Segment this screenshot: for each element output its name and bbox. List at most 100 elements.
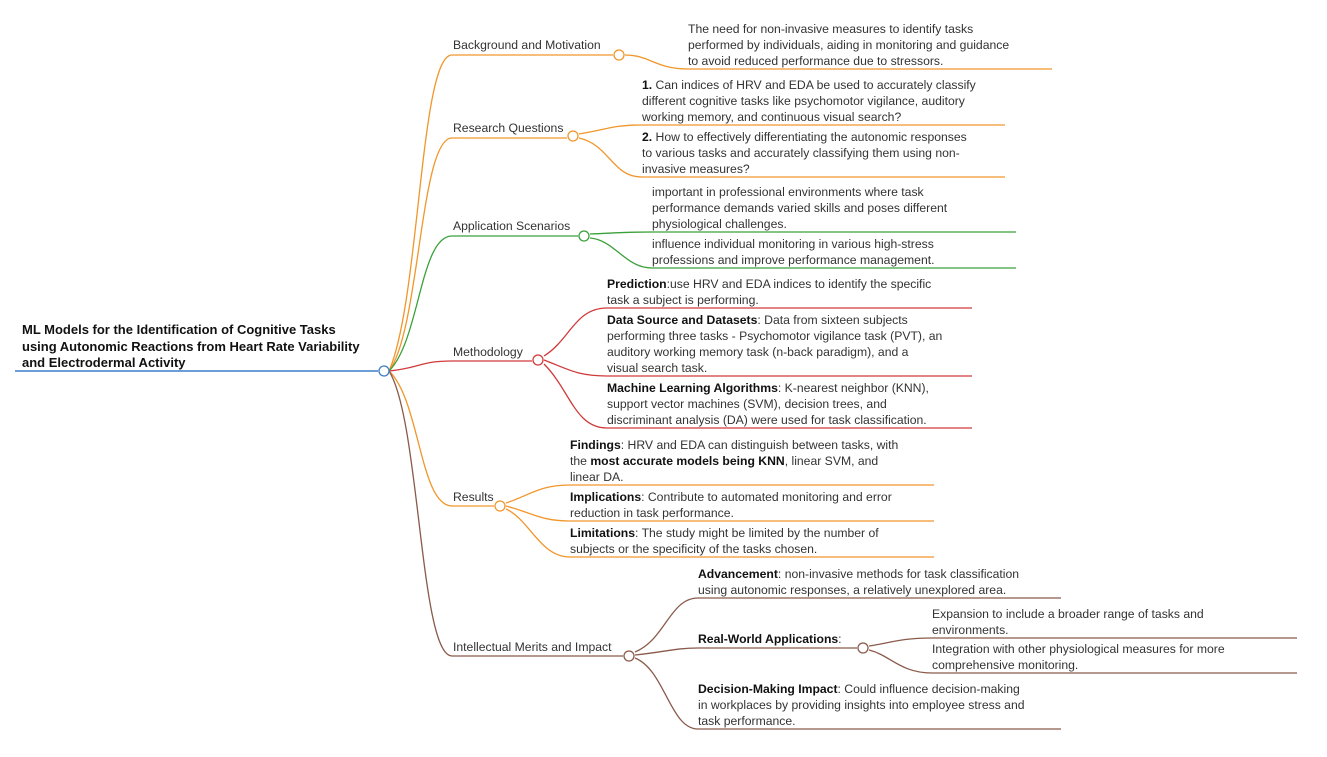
method-datasets[interactable]: Data Source and Datasets: Data from sixt… [607,312,942,376]
root-node-circle [378,365,390,377]
root-line: and Electrodermal Activity [22,355,186,370]
results-findings[interactable]: Findings: HRV and EDA can distinguish be… [570,437,898,485]
intel-head: Real-World Applications [698,632,839,646]
edge-method-m3 [543,363,972,429]
text-line: task performance. [698,714,796,728]
text-line: : non-invasive methods for task classifi… [777,567,1020,581]
edge-root-results [388,370,494,507]
text-line: visual search task. [607,361,708,375]
text-line: : HRV and EDA can distinguish between ta… [620,438,899,452]
text-line: The need for non-invasive measures to id… [688,22,974,36]
text-line: Expansion to include a broader range of … [932,607,1204,621]
root-line: ML Models for the Identification of Cogn… [22,322,336,337]
edge-results-r2 [505,505,934,522]
edge-research-q2 [578,137,1005,178]
results-head: Limitations [570,526,636,540]
intellectual-node-circle [623,650,635,662]
branch-methodology[interactable]: Methodology [453,345,523,359]
edge-root-research [388,137,567,372]
research-q1[interactable]: 1. Can indices of HRV and EDA be used to… [642,77,976,125]
text-line: auditory working memory task (n-back par… [607,345,909,359]
text-line: : Data from sixteen subjects [757,313,908,327]
text-line: to various tasks and accurately classify… [642,146,960,160]
text-line: professions and improve performance mana… [652,253,935,267]
text-line: support vector machines (SVM), decision … [607,397,887,411]
edge-root-intellectual [388,370,623,657]
text-line: discriminant analysis (DA) were used for… [607,413,927,427]
intel-advancement[interactable]: Advancement: non-invasive methods for ta… [698,566,1019,598]
results-head: Findings [570,438,621,452]
branch-application[interactable]: Application Scenarios [453,219,571,233]
branch-results[interactable]: Results [453,490,494,504]
text-line: to avoid reduced performance due to stre… [688,54,944,68]
intel-head: Decision-Making Impact [698,682,838,696]
edge-application-a2 [589,237,1016,269]
text-line: : K-nearest neighbor (KNN), [777,381,929,395]
text-line: in workplaces by providing insights into… [698,698,1025,712]
text-line: environments. [932,623,1009,637]
q2-number: 2. [642,130,653,144]
edge-i2-sub2 [868,649,1297,674]
background-node-circle [613,49,625,61]
edge-method-m2 [543,359,972,377]
edge-intel-i3 [634,657,1061,730]
text-line: the [570,454,591,468]
edge-root-application [388,235,578,372]
branch-research[interactable]: Research Questions [453,121,564,135]
text-line: performed by individuals, aiding in moni… [688,38,1010,52]
text-line: , linear SVM, and [784,454,879,468]
text-line: : Contribute to automated monitoring and… [641,490,892,504]
text-line: performing three tasks - Psychomotor vig… [607,329,943,343]
text-line: reduction in task performance. [570,506,734,520]
text-line: performance demands varied skills and po… [652,201,948,215]
research-node-circle [567,130,579,142]
method-head: Prediction [607,277,667,291]
methodology-node-circle [532,354,544,366]
intel-real-world-sub1[interactable]: Expansion to include a broader range of … [932,606,1204,638]
text-line: : The study might be limited by the numb… [635,526,879,540]
method-prediction[interactable]: Prediction:use HRV and EDA indices to id… [607,276,931,308]
intel-real-world[interactable]: Real-World Applications: [698,631,842,647]
edge-intel-i1 [634,597,1061,653]
branch-background[interactable]: Background and Motivation [453,38,601,52]
application-a2[interactable]: influence individual monitoring in vario… [652,236,935,268]
branch-intellectual[interactable]: Intellectual Merits and Impact [453,640,612,654]
results-head: Implications [570,490,642,504]
results-implications[interactable]: Implications: Contribute to automated mo… [570,489,892,521]
root-line: using Autonomic Reactions from Heart Rat… [22,338,360,354]
results-limitations[interactable]: Limitations: The study might be limited … [570,525,879,557]
text-line: linear DA. [570,470,624,484]
root-topic[interactable]: ML Models for the Identification of Cogn… [22,322,360,372]
text-line: How to effectively differentiating the a… [652,130,967,144]
intel-head: Advancement [698,567,778,581]
emphasis-text: most accurate models being KNN [590,454,785,468]
edge-i2-sub1 [868,637,1297,647]
q1-number: 1. [642,78,653,92]
text-line: Can indices of HRV and EDA be used to ac… [652,78,976,92]
i2-node-circle [857,642,869,654]
text-line: different cognitive tasks like psychomot… [642,94,965,108]
text-line: using autonomic responses, a relatively … [698,583,1007,597]
results-node-circle [494,500,506,512]
edge-background-text [624,54,1052,70]
intel-decision-impact[interactable]: Decision-Making Impact: Could influence … [698,681,1025,729]
application-a1[interactable]: important in professional environments w… [652,184,947,232]
research-q2[interactable]: 2. How to effectively differentiating th… [642,129,967,177]
method-algorithms[interactable]: Machine Learning Algorithms: K-nearest n… [607,380,929,428]
edge-results-r1 [505,484,934,504]
text-line: :use HRV and EDA indices to identify the… [666,277,932,291]
method-head: Machine Learning Algorithms [607,381,778,395]
text-line: subjects or the specificity of the tasks… [570,542,818,556]
text-line: physiological challenges. [652,217,787,231]
intel-real-world-sub2[interactable]: Integration with other physiological mea… [932,641,1225,673]
background-text[interactable]: The need for non-invasive measures to id… [688,21,1009,69]
edge-root-background [388,54,613,372]
edge-results-r3 [505,508,934,558]
text-line: task a subject is performing. [607,293,759,307]
text-line: important in professional environments w… [652,185,924,199]
text-line: Integration with other physiological mea… [932,642,1225,656]
application-node-circle [578,230,590,242]
edge-application-a1 [589,231,1016,235]
text-line: invasive measures? [642,162,750,176]
